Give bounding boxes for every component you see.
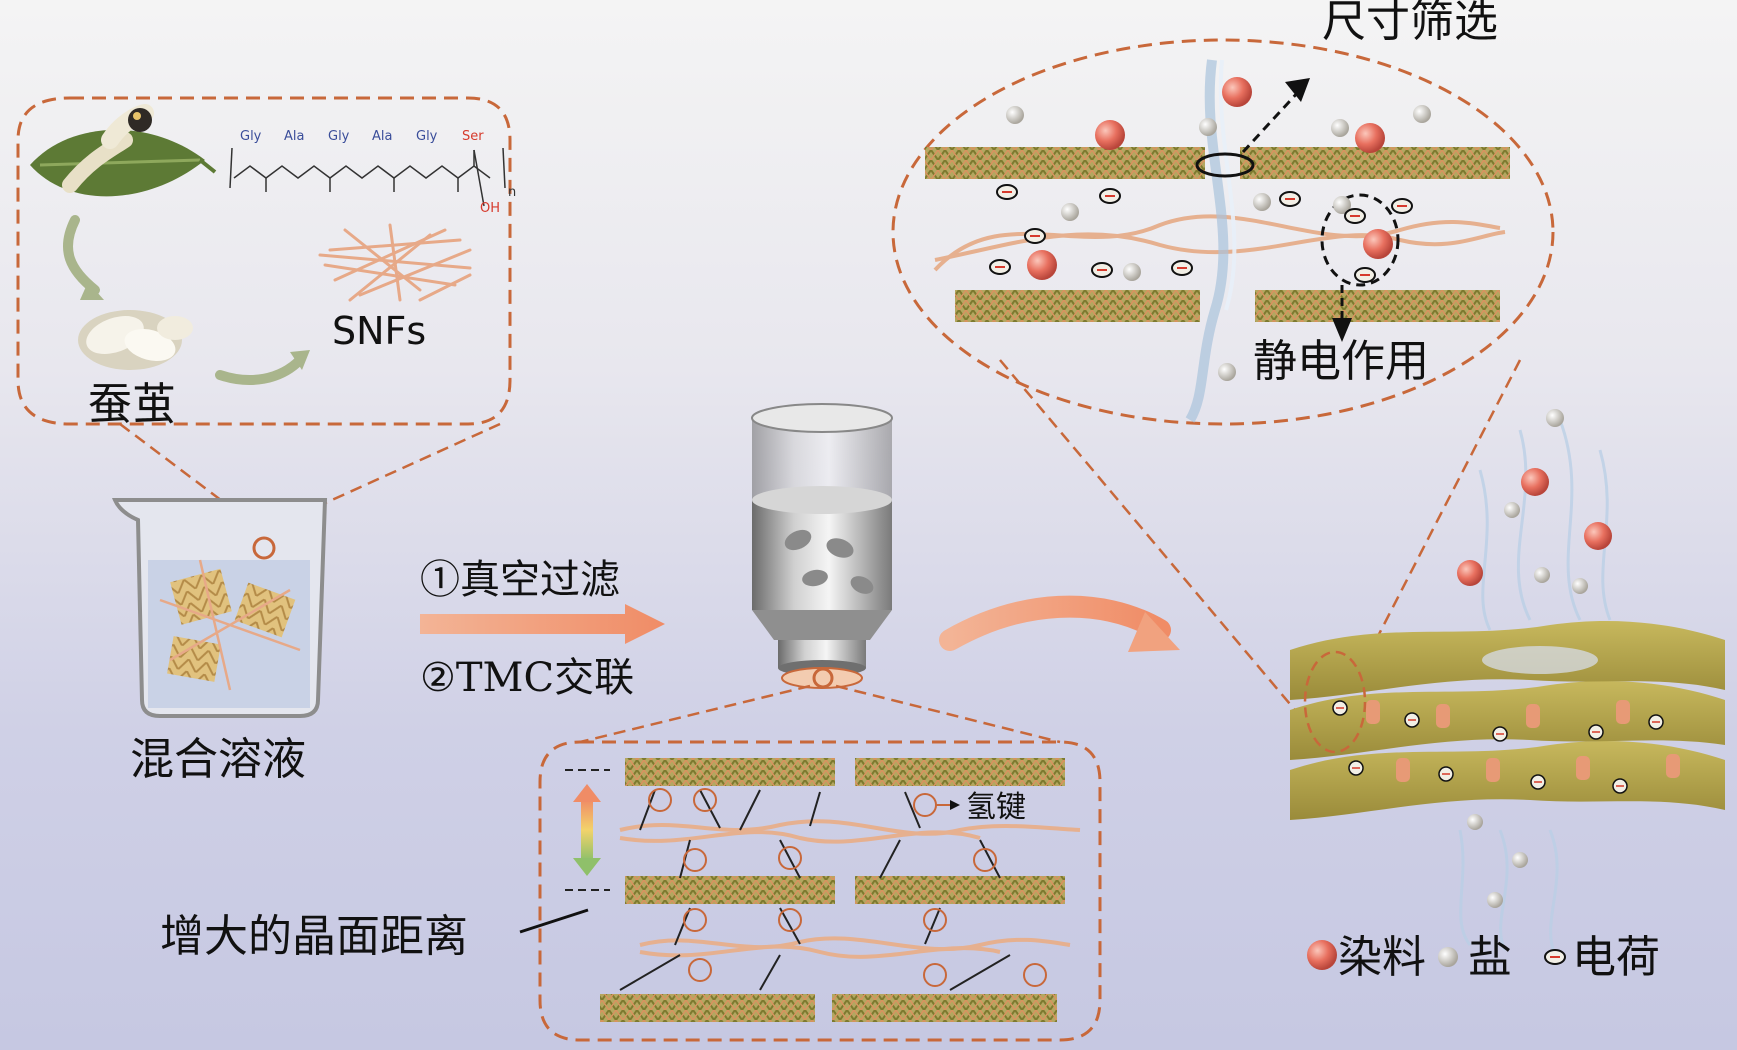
snf-fibers-illustration <box>318 223 472 302</box>
legend-salt-marker <box>1438 947 1458 967</box>
legend-dye-label: 染料 <box>1338 932 1426 983</box>
filter-device-illustration <box>751 403 893 689</box>
peptide-residue-6: Ser <box>462 129 484 144</box>
label-increased-interplanar-spacing: 增大的晶面距离 <box>160 911 468 962</box>
label-step-vacuum-filtration: ①真空过滤 <box>420 557 620 603</box>
crosslinked-structure-panel <box>538 740 1102 1042</box>
peptide-residue-4: Ala <box>372 129 392 144</box>
peptide-structure <box>229 147 506 207</box>
legend-charge-label: 电荷 <box>1572 932 1660 983</box>
peptide-residue-5: Gly <box>416 129 438 144</box>
label-hydrogen-bond: 氢键 <box>966 790 1026 825</box>
silkworm-leaf-illustration <box>30 104 217 197</box>
label-silkworm-cocoon: 蚕茧 <box>88 379 176 430</box>
label-step-tmc-crosslinking: ②TMC交联 <box>420 655 635 701</box>
label-snfs: SNFs <box>332 309 427 353</box>
label-size-sieving: 尺寸筛选 <box>1322 0 1498 47</box>
legend <box>1307 940 1566 970</box>
process-arrow <box>420 604 665 644</box>
peptide-residue-3: Gly <box>328 129 350 144</box>
legend-salt-label: 盐 <box>1468 932 1512 983</box>
label-mixed-solution: 混合溶液 <box>130 734 306 785</box>
cocoon-illustration <box>78 310 193 370</box>
peptide-oh: OH <box>480 201 500 216</box>
separation-mechanism-ellipse <box>891 38 1555 426</box>
silk-source-panel: Gly Ala Gly Ala Gly Ser OH n <box>16 96 516 426</box>
membrane-stack-illustration <box>1290 409 1725 956</box>
peptide-residue-2: Ala <box>284 129 304 144</box>
peptide-n: n <box>508 185 516 200</box>
legend-dye-marker <box>1307 940 1337 970</box>
peptide-residue-1: Gly <box>240 129 262 144</box>
beaker-illustration <box>111 498 328 718</box>
label-electrostatic-interaction: 静电作用 <box>1253 336 1429 387</box>
